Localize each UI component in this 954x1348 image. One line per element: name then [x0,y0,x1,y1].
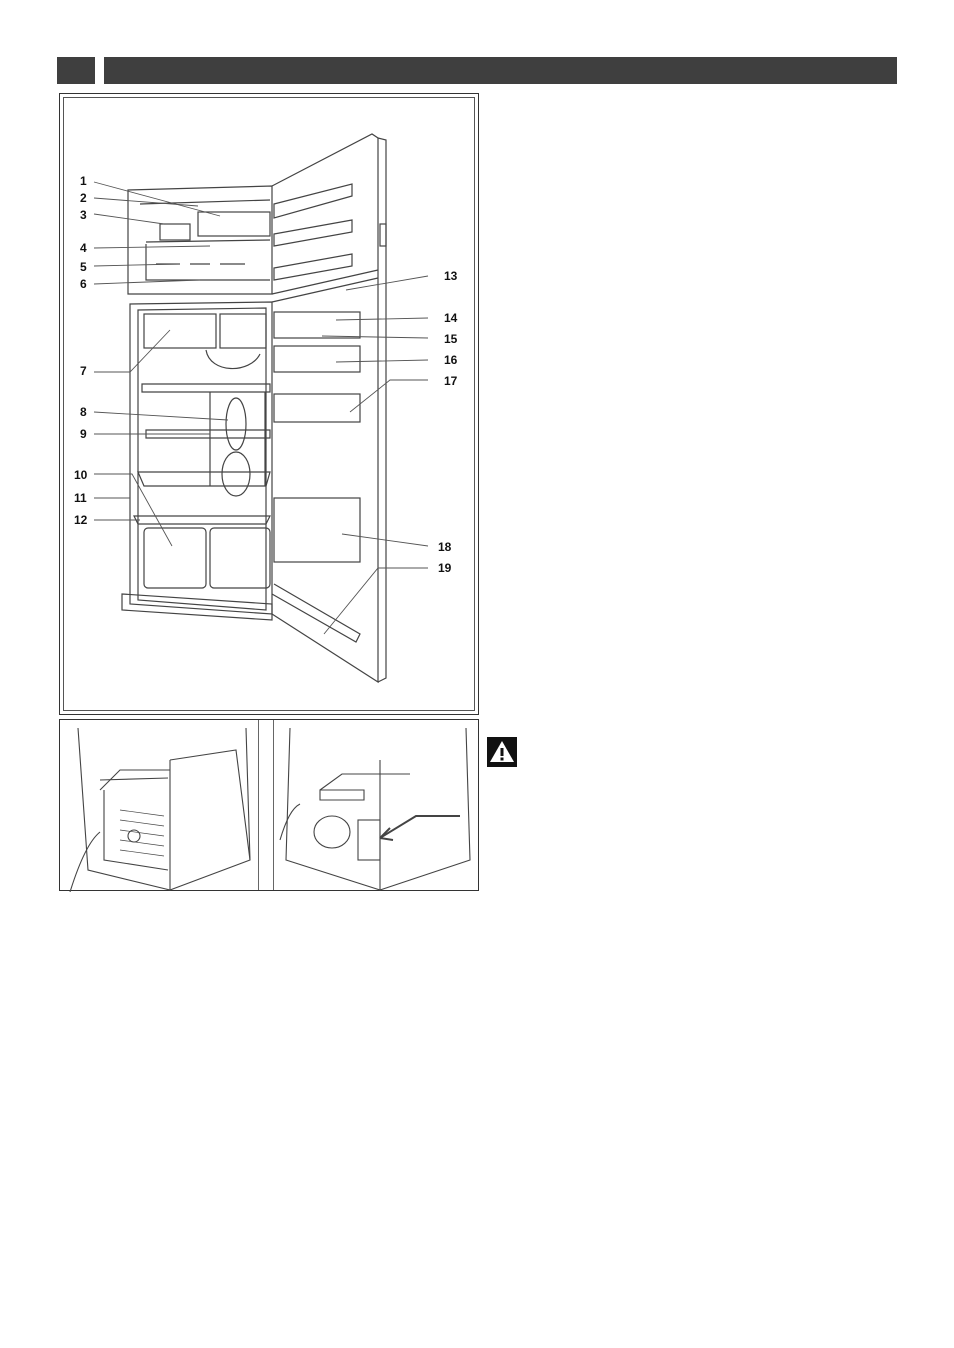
rear-installation-diagram [59,719,479,892]
callout-12: 12 [74,513,88,527]
callout-18: 18 [438,540,452,554]
callout-8: 8 [80,405,87,419]
callout-14: 14 [444,311,458,325]
callout-13: 13 [444,269,458,283]
callout-1: 1 [80,174,87,188]
section-tab [57,57,95,84]
fridge-parts-diagram: 1 2 3 4 5 6 7 8 9 10 11 12 13 14 15 16 1… [59,93,479,715]
callout-6: 6 [80,277,87,291]
callout-2: 2 [80,191,87,205]
callout-3: 3 [80,208,87,222]
callout-16: 16 [444,353,458,367]
warning-triangle-icon [487,737,517,767]
rear-illustration [69,727,471,892]
callout-7: 7 [80,364,87,378]
callout-15: 15 [444,332,458,346]
callout-17: 17 [444,374,458,388]
fridge-illustration: 1 2 3 4 5 6 7 8 9 10 11 12 13 14 15 16 1… [74,133,458,684]
section-header-bar [104,57,897,84]
callout-4: 4 [80,241,87,255]
callout-19: 19 [438,561,452,575]
callout-5: 5 [80,260,87,274]
callout-11: 11 [74,491,87,505]
callout-10: 10 [74,468,88,482]
callout-9: 9 [80,427,87,441]
